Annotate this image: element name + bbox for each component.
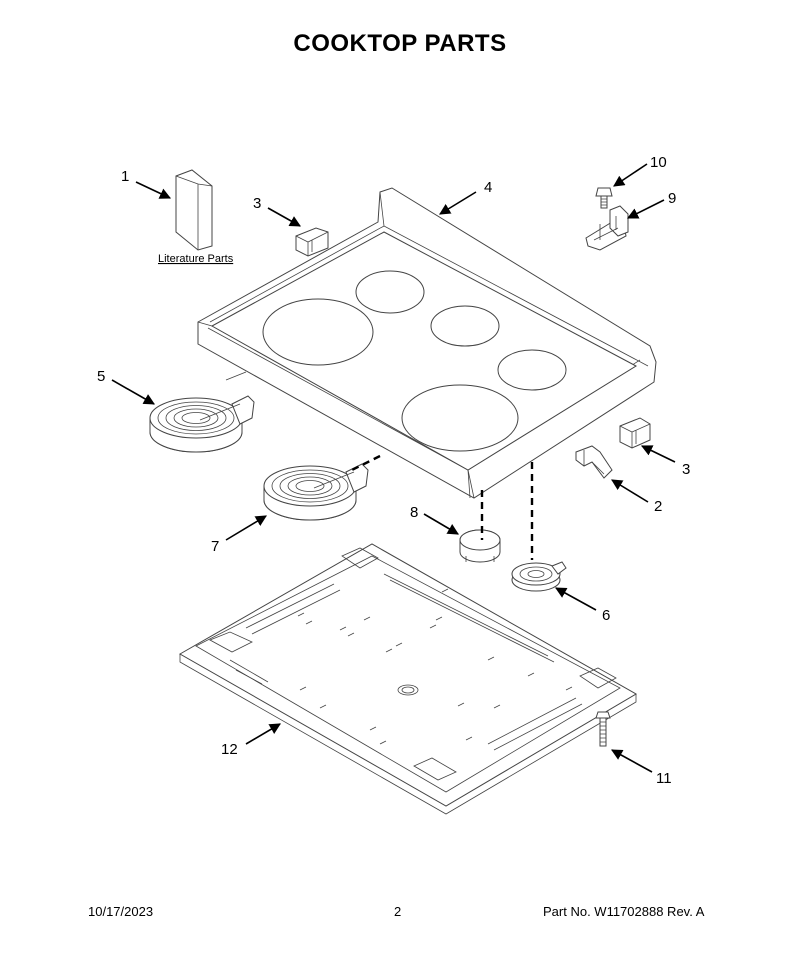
callout-9: 9 [668, 190, 676, 207]
cooktop-bottom-pan [178, 543, 637, 815]
callout-7: 7 [211, 538, 219, 555]
callout-8: 8 [410, 504, 418, 521]
coil-element-small [263, 463, 369, 521]
bracket-left [295, 227, 329, 257]
callout-3-left: 3 [253, 195, 261, 212]
callout-5: 5 [97, 368, 105, 385]
callout-11: 11 [656, 770, 672, 787]
literature-parts-label: Literature Parts [158, 253, 234, 265]
screw-long [595, 711, 611, 747]
coil-element-large [149, 395, 255, 453]
callout-labels: 1 2 3 3 4 5 6 7 8 9 10 11 12 [97, 154, 690, 787]
temperature-sensor [459, 529, 501, 563]
burner-opening-front-left [262, 298, 374, 366]
callout-3-right: 3 [682, 461, 690, 478]
radiant-element-small [511, 561, 567, 592]
callout-2: 2 [654, 498, 662, 515]
footer-part-number: Part No. W11702888 Rev. A [543, 904, 705, 919]
clip-part [575, 445, 613, 479]
bracket-right [619, 417, 651, 449]
burner-opening-back-left [355, 270, 425, 314]
screw-small [595, 187, 613, 209]
literature-parts: Literature Parts [158, 169, 234, 265]
callout-6: 6 [602, 607, 610, 624]
page-title: COOKTOP PARTS [293, 30, 507, 57]
callout-arrows [111, 163, 676, 773]
callout-12: 12 [221, 741, 238, 758]
callout-4: 4 [484, 179, 492, 196]
callout-1: 1 [121, 168, 129, 185]
footer-date: 10/17/2023 [88, 904, 154, 919]
cooktop-main-top [197, 187, 657, 499]
callout-10: 10 [650, 154, 667, 171]
footer-page-number: 2 [394, 904, 402, 919]
burner-opening-back-right [497, 349, 567, 391]
burner-opening-center [430, 305, 500, 347]
mounting-bracket [585, 205, 629, 251]
alignment-lines [225, 371, 534, 560]
burner-opening-front-right [401, 384, 519, 452]
